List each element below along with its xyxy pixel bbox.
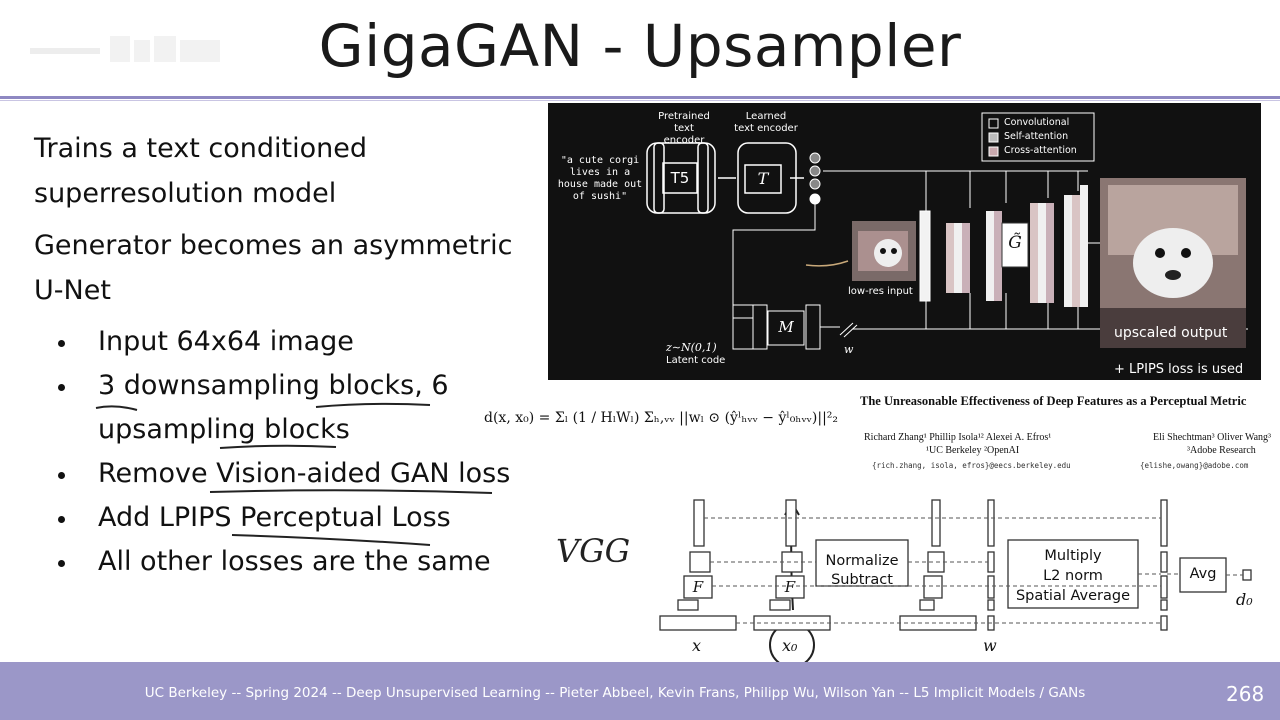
lpips-diagram	[659, 499, 1252, 631]
paper-affiliations-right: ³Adobe Research	[1187, 445, 1256, 456]
bullet-dot-icon	[58, 340, 65, 347]
intro-line-1: Trains a text conditioned	[34, 133, 368, 164]
generator-line-1: Generator becomes an asymmetric	[34, 230, 513, 261]
normalize-subtract-box: Normalize Subtract	[825, 553, 899, 588]
w-label: w	[844, 343, 854, 356]
paper-authors-right: Eli Shechtman³ Oliver Wang³	[1153, 432, 1272, 443]
bullet-dot-icon	[58, 516, 65, 523]
avg-box: Avg	[1189, 566, 1217, 582]
architecture-svg	[646, 112, 1248, 350]
page-number: 268	[1226, 682, 1265, 706]
bullet-item: All other losses are the same	[58, 546, 491, 577]
f-label-x: F	[692, 578, 704, 596]
prompt-text: "a cute corgi lives in a house made out …	[557, 155, 643, 202]
learned-label-2: text encoder	[734, 123, 798, 134]
lpips-note: + LPIPS loss is used	[1114, 362, 1244, 377]
architecture-diagram: Pretrained text encoder Learned text enc…	[548, 103, 1261, 380]
bullet-item-continuation: upsampling blocks	[98, 414, 350, 445]
low-res-label: low-res input	[848, 286, 913, 297]
bullet-dot-icon	[58, 384, 65, 391]
paper-email-left: {rich.zhang, isola, efros}@eecs.berkeley…	[872, 461, 1071, 470]
paper-affiliations-left: ¹UC Berkeley ²OpenAI	[926, 445, 1020, 456]
d0-label: d₀	[1236, 590, 1253, 609]
bullet-item: 3 downsampling blocks, 6	[58, 370, 449, 401]
t-label: T	[757, 169, 769, 188]
footer-text: UC Berkeley -- Spring 2024 -- Deep Unsup…	[144, 685, 1086, 701]
latent-eq: z∼N(0,1)	[666, 341, 717, 354]
x-label: x	[692, 636, 702, 655]
bullet-item: Input 64x64 image	[58, 326, 354, 357]
x0-label: x₀	[782, 636, 798, 655]
handwritten-vgg: VGG	[556, 532, 631, 570]
f-label-x0: F	[784, 578, 796, 596]
paper-title: The Unreasonable Effectiveness of Deep F…	[860, 394, 1247, 408]
multiply-box: Multiply L2 norm Spatial Average	[1015, 548, 1131, 604]
m-label: M	[778, 318, 794, 336]
lpips-formula: d(x, x₀) = Σₗ (1 / HₗWₗ) Σₕ,ᵥᵥ ||wₗ ⊙ (ŷ…	[484, 410, 839, 426]
bullet-dot-icon	[58, 560, 65, 567]
generator-line-2: U-Net	[34, 275, 111, 306]
w-weight-label: w	[983, 636, 997, 655]
t5-label: T5	[670, 169, 690, 187]
title-rule-thin	[0, 100, 1280, 101]
slide-title: GigaGAN - Upsampler	[318, 12, 962, 80]
bullet-item: Remove Vision-aided GAN loss	[58, 458, 510, 489]
title-rule	[0, 96, 1280, 99]
faint-logo	[30, 36, 220, 62]
latent-label: Latent code	[666, 355, 726, 366]
g-label: G̃	[1008, 233, 1022, 253]
pretrained-label-2: text encoder	[663, 123, 705, 146]
paper-authors-left: Richard Zhang¹ Phillip Isola¹² Alexei A.…	[864, 432, 1052, 443]
upscaled-label: upscaled output	[1114, 325, 1228, 341]
footer-bar	[0, 662, 1280, 720]
bullet-item: Add LPIPS Perceptual Loss	[58, 502, 451, 533]
pretrained-label: Pretrained	[658, 111, 710, 122]
paper-email-right: {elishe,owang}@adobe.com	[1140, 461, 1249, 470]
bullet-dot-icon	[58, 472, 65, 479]
intro-line-2: superresolution model	[34, 178, 337, 209]
legend: Convolutional Self-attention Cross-atten…	[1004, 117, 1077, 156]
learned-label: Learned	[745, 111, 787, 122]
